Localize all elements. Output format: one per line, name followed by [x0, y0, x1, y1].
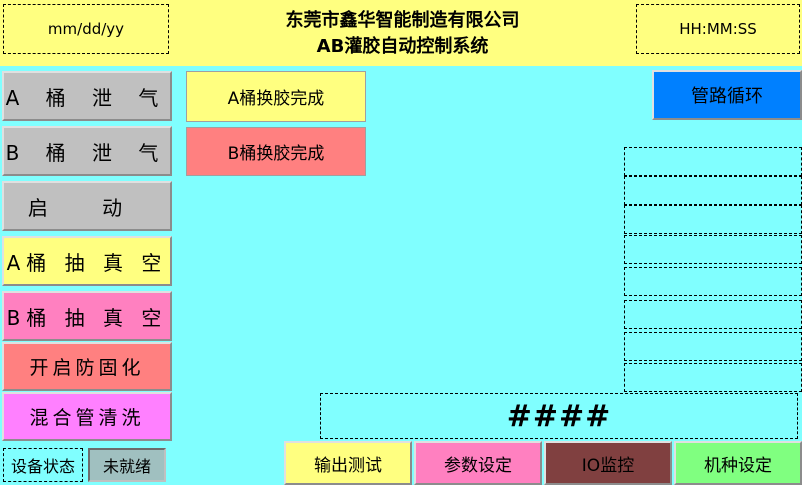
device-status-value: 未就绪 [88, 448, 166, 482]
data-slot-6 [624, 300, 802, 329]
time-display: HH:MM:SS [636, 4, 800, 54]
output-test-button[interactable]: 输出测试 [284, 441, 412, 485]
a-change-done-indicator: A桶换胶完成 [186, 71, 366, 122]
io-monitor-button[interactable]: IO监控 [544, 441, 672, 485]
header-bar [0, 0, 802, 66]
data-slot-8 [624, 363, 802, 392]
date-display: mm/dd/yy [3, 4, 169, 54]
b-change-done-indicator: B桶换胶完成 [186, 127, 366, 176]
data-slot-7 [624, 332, 802, 361]
model-settings-button[interactable]: 机种设定 [674, 441, 802, 485]
a-vent-label: A 桶 泄 气 [5, 85, 169, 110]
data-slot-5 [624, 267, 802, 296]
anti-cure-label: 开启防固化 [29, 357, 145, 379]
value-display: #### [320, 393, 798, 439]
a-vent-button[interactable]: A 桶 泄 气 [2, 71, 172, 121]
b-vacuum-label: B桶 抽 真 空 [6, 305, 168, 330]
company-name: 东莞市鑫华智能制造有限公司 [285, 10, 520, 31]
b-vacuum-button[interactable]: B桶 抽 真 空 [2, 291, 172, 341]
b-vent-label: B 桶 泄 气 [5, 140, 169, 165]
start-label: 启 动 [27, 195, 147, 220]
device-status-label: 设备状态 [3, 448, 83, 482]
a-vacuum-button[interactable]: A桶 抽 真 空 [2, 236, 172, 286]
param-settings-button[interactable]: 参数设定 [414, 441, 542, 485]
system-name: AB灌胶自动控制系统 [316, 36, 489, 57]
mix-clean-label: 混合管清洗 [29, 407, 145, 429]
pipe-cycle-button[interactable]: 管路循环 [652, 70, 802, 120]
start-button[interactable]: 启 动 [2, 181, 172, 231]
data-slot-3 [624, 205, 802, 234]
data-slot-2 [624, 176, 802, 205]
mix-clean-button[interactable]: 混合管清洗 [2, 392, 172, 441]
page-title: 东莞市鑫华智能制造有限公司 AB灌胶自动控制系统 [170, 4, 635, 64]
anti-cure-button[interactable]: 开启防固化 [2, 342, 172, 391]
b-vent-button[interactable]: B 桶 泄 气 [2, 126, 172, 176]
data-slot-4 [624, 235, 802, 264]
data-slot-1 [624, 147, 802, 176]
a-vacuum-label: A桶 抽 真 空 [6, 250, 168, 275]
